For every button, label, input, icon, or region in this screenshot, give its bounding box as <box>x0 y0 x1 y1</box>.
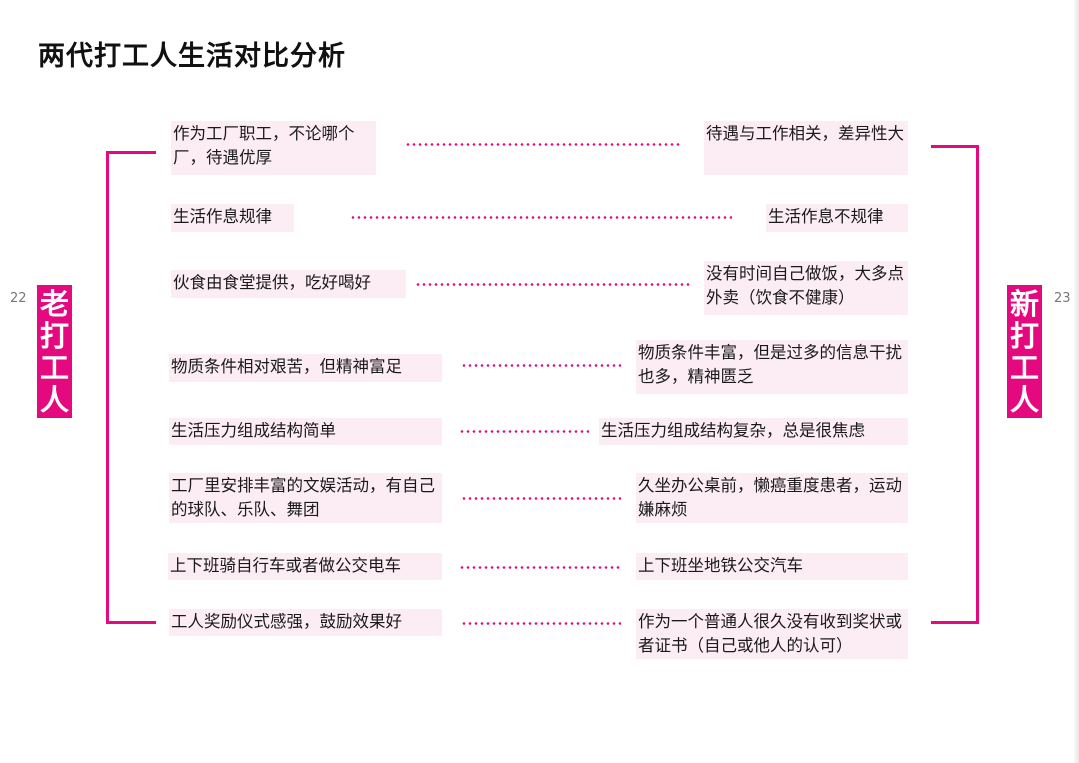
old-worker-char: 打 <box>39 318 69 353</box>
old-worker-item: 生活作息规律 <box>171 204 294 232</box>
new-worker-item: 上下班坐地铁公交汽车 <box>636 553 908 580</box>
new-worker-item: 生活作息不规律 <box>766 204 908 232</box>
row-connector-dots <box>459 430 589 433</box>
row-connector-dots <box>415 283 691 286</box>
old-worker-char: 工 <box>39 350 69 385</box>
left-bracket-vertical <box>106 151 109 624</box>
page-edge-shadow <box>1073 0 1079 763</box>
new-worker-label: 新 打 工 人 <box>1007 285 1042 418</box>
old-worker-item: 作为工厂职工，不论哪个厂，待遇优厚 <box>171 121 376 175</box>
new-worker-char: 打 <box>1009 318 1039 353</box>
row-connector-dots <box>461 497 621 500</box>
row-connector-dots <box>461 622 621 625</box>
old-worker-char: 老 <box>39 286 69 321</box>
new-worker-char: 人 <box>1009 382 1039 417</box>
row-connector-dots <box>459 566 621 569</box>
old-worker-item: 物质条件相对艰苦，但精神富足 <box>169 354 442 382</box>
new-worker-char: 工 <box>1009 350 1039 385</box>
row-connector-dots <box>461 364 621 367</box>
new-worker-char: 新 <box>1009 286 1039 321</box>
page-number-right: 23 <box>1054 291 1071 306</box>
page-number-left: 22 <box>10 291 27 306</box>
old-worker-item: 工厂里安排丰富的文娱活动，有自己的球队、乐队、舞团 <box>169 473 442 523</box>
right-bracket-bottom <box>931 621 979 624</box>
old-worker-label: 老 打 工 人 <box>37 285 72 418</box>
row-connector-dots <box>405 143 681 146</box>
new-worker-item: 生活压力组成结构复杂，总是很焦虑 <box>599 418 908 445</box>
new-worker-item: 没有时间自己做饭，大多点外卖（饮食不健康） <box>704 261 908 315</box>
old-worker-item: 上下班骑自行车或者做公交电车 <box>168 553 442 580</box>
old-worker-item: 生活压力组成结构简单 <box>169 418 442 445</box>
right-bracket-vertical <box>976 145 979 624</box>
old-worker-item: 工人奖励仪式感强，鼓励效果好 <box>169 609 442 636</box>
new-worker-item: 久坐办公桌前，懒癌重度患者，运动嫌麻烦 <box>636 473 908 523</box>
new-worker-item: 物质条件丰富，但是过多的信息干扰也多，精神匮乏 <box>636 340 908 394</box>
old-worker-item: 伙食由食堂提供，吃好喝好 <box>171 270 406 298</box>
new-worker-item: 作为一个普通人很久没有收到奖状或者证书（自己或他人的认可） <box>636 609 908 659</box>
page-title: 两代打工人生活对比分析 <box>38 41 346 72</box>
right-bracket-top <box>931 145 979 148</box>
left-bracket-bottom <box>106 621 156 624</box>
left-bracket-top <box>106 151 156 154</box>
row-connector-dots <box>350 216 732 219</box>
old-worker-char: 人 <box>39 382 69 417</box>
new-worker-item: 待遇与工作相关，差异性大 <box>704 121 908 175</box>
